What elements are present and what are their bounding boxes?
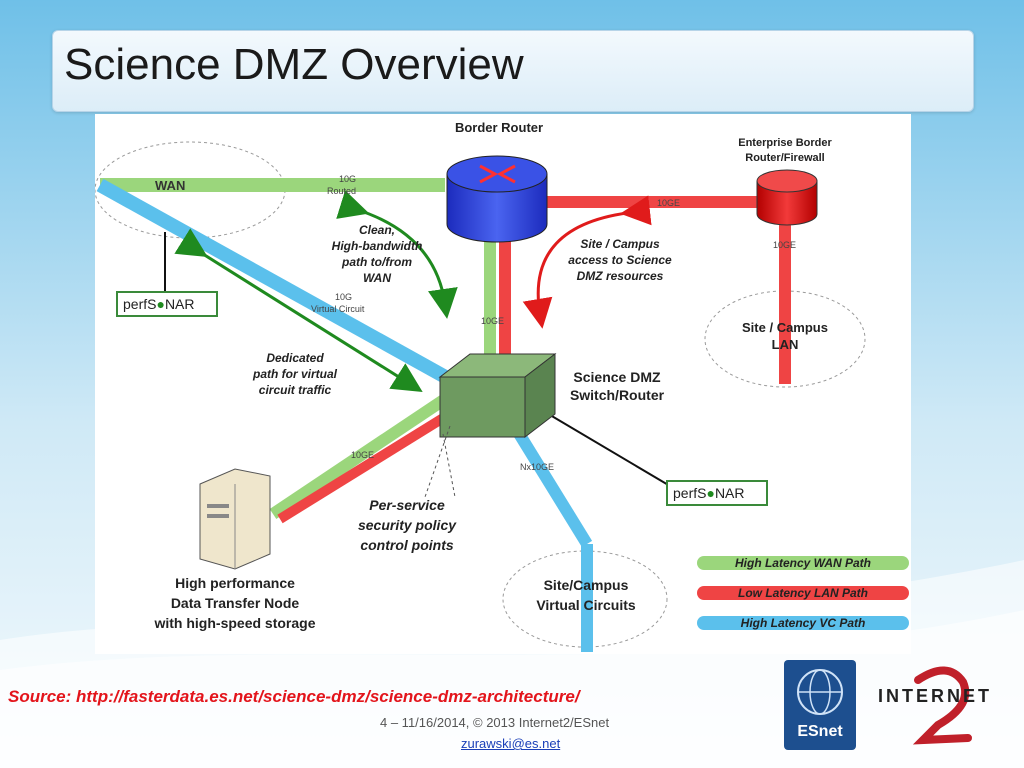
perfsonar-b-link <box>544 411 671 487</box>
dtn-server <box>199 468 271 570</box>
dedicated-text-3: circuit traffic <box>259 383 332 397</box>
site-access-text-3: DMZ resources <box>577 269 664 283</box>
link-10ge-enterprise: 10GE <box>657 198 680 208</box>
enterprise-router <box>756 169 818 226</box>
vc-text-2: Virtual Circuits <box>536 597 636 613</box>
internet2-logo: INTERNET <box>868 660 998 760</box>
dtn-text-2: Data Transfer Node <box>171 595 300 611</box>
wan-label: WAN <box>155 178 185 193</box>
policy-text-3: control points <box>360 537 454 553</box>
legend-vc-swatch <box>697 616 909 630</box>
legend: High Latency WAN Path Low Latency LAN Pa… <box>697 556 909 630</box>
site-lan-text-1: Site / Campus <box>742 320 828 335</box>
svg-text:perfS●NAR: perfS●NAR <box>673 485 745 501</box>
dtn-text-1: High performance <box>175 575 295 591</box>
dtn-text-3: with high-speed storage <box>153 615 315 631</box>
dedicated-path-arrow <box>174 228 423 393</box>
site-lan-text-2: LAN <box>772 337 799 352</box>
legend-wan-label: High Latency WAN Path <box>735 556 871 570</box>
dmz-label-2: Switch/Router <box>570 387 665 403</box>
clean-text-1: Clean, <box>359 223 395 237</box>
vc-text-1: Site/Campus <box>544 577 629 593</box>
dedicated-text-1: Dedicated <box>266 351 324 365</box>
legend-wan-swatch <box>697 556 909 570</box>
legend-lan-label: Low Latency LAN Path <box>738 586 868 600</box>
border-router <box>446 155 548 243</box>
link-10ge-down: 10GE <box>773 240 796 250</box>
link-10g-vc-2: Virtual Circuit <box>311 304 365 314</box>
esnet-logo: ESnet <box>784 660 856 750</box>
enterprise-label-1: Enterprise Border <box>738 137 832 149</box>
legend-vc-label: High Latency VC Path <box>741 616 866 630</box>
link-10g-routed-2: Routed <box>327 186 356 196</box>
policy-text-1: Per-service <box>369 497 445 513</box>
slide-footer: 4 – 11/16/2014, © 2013 Internet2/ESnet <box>380 715 610 730</box>
dedicated-text-2: path for virtual <box>252 367 338 381</box>
site-access-arrow <box>522 195 652 329</box>
svg-text:perfS●NAR: perfS●NAR <box>123 296 195 312</box>
link-nx10ge: Nx10GE <box>520 462 554 472</box>
perfsonar-a: perfS●NAR <box>116 291 218 317</box>
link-10ge-dtn: 10GE <box>351 450 374 460</box>
diagram-panel: Border Router Enterprise Border Router/F… <box>94 114 911 654</box>
clean-text-2: High-bandwidth <box>332 239 423 253</box>
site-access-text-1: Site / Campus <box>580 237 660 251</box>
policy-pointers <box>424 425 456 498</box>
legend-lan-swatch <box>697 586 909 600</box>
link-10g-routed-1: 10G <box>339 174 356 184</box>
site-access-text-2: access to Science <box>568 253 672 267</box>
esnet-logo-text: ESnet <box>797 723 843 740</box>
clean-text-3: path to/from <box>341 255 412 269</box>
email-link[interactable]: zurawski@es.net <box>461 736 561 751</box>
internet2-logo-text: INTERNET <box>878 686 992 706</box>
dmz-label-1: Science DMZ <box>573 369 661 385</box>
link-10g-vc-1: 10G <box>335 292 352 302</box>
clean-text-4: WAN <box>363 271 391 285</box>
science-dmz-switch <box>438 352 557 439</box>
slide-title: Science DMZ Overview <box>64 40 524 89</box>
science-dmz-diagram: Border Router Enterprise Border Router/F… <box>94 120 909 652</box>
source-citation: Source: http://fasterdata.es.net/science… <box>8 687 580 706</box>
perfsonar-b: perfS●NAR <box>666 480 768 506</box>
link-10ge-vertical: 10GE <box>481 316 504 326</box>
border-router-label: Border Router <box>455 120 543 135</box>
policy-text-2: security policy <box>358 517 457 533</box>
title-bar <box>52 30 974 112</box>
enterprise-label-2: Router/Firewall <box>745 152 824 164</box>
